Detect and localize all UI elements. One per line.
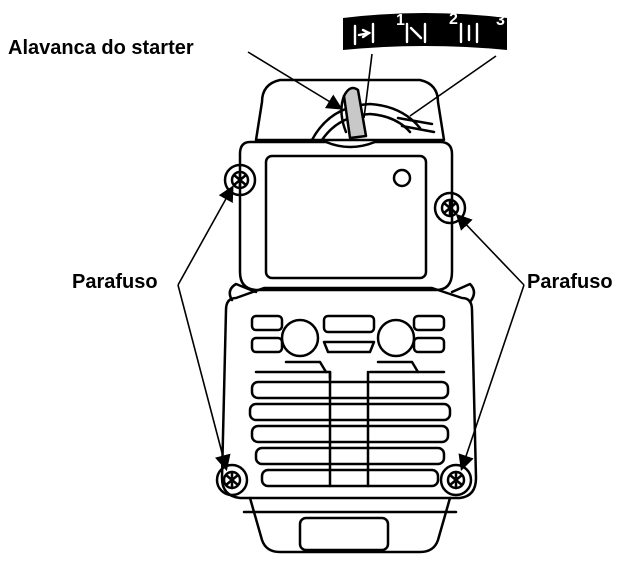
leader-left-top: [177, 185, 234, 286]
screw-top-left-ring: [223, 163, 257, 197]
choke-position-1: 1: [396, 12, 405, 29]
starter-dial: [310, 102, 422, 142]
bottom-handle: [298, 516, 390, 552]
cover-window: [264, 154, 428, 280]
label-starter-lever: Alavanca do starter: [8, 37, 194, 59]
choke-closed-icon: [459, 22, 479, 44]
screw-bottom-left-ring: [215, 463, 249, 497]
leader-right-bottom: [458, 284, 525, 472]
screw-bottom-right-ring: [439, 463, 473, 497]
leader-starter: [247, 51, 343, 110]
screw-top-right-ring: [433, 191, 467, 225]
label-screw-left: Parafuso: [72, 271, 158, 293]
choke-position-3: 3: [496, 12, 505, 29]
cover-indicator: [392, 168, 412, 188]
side-shell: [228, 282, 476, 304]
label-screw-right: Parafuso: [527, 271, 613, 293]
choke-half-icon: [405, 22, 427, 44]
leader-right-top: [455, 213, 525, 286]
bottom-tab: [248, 496, 452, 554]
leader-pos3: [409, 55, 497, 117]
grille-housing: [220, 286, 478, 500]
leader-pos1: [363, 53, 373, 119]
choke-position-2: 2: [449, 11, 458, 28]
starter-dial-inner: [320, 112, 412, 142]
choke-open-icon: [353, 22, 375, 46]
choke-position-badge: [343, 13, 507, 50]
upper-housing: [254, 78, 446, 142]
starter-lever: [342, 86, 368, 140]
leader-left-bottom: [177, 284, 231, 472]
upper-cover: [238, 140, 454, 292]
